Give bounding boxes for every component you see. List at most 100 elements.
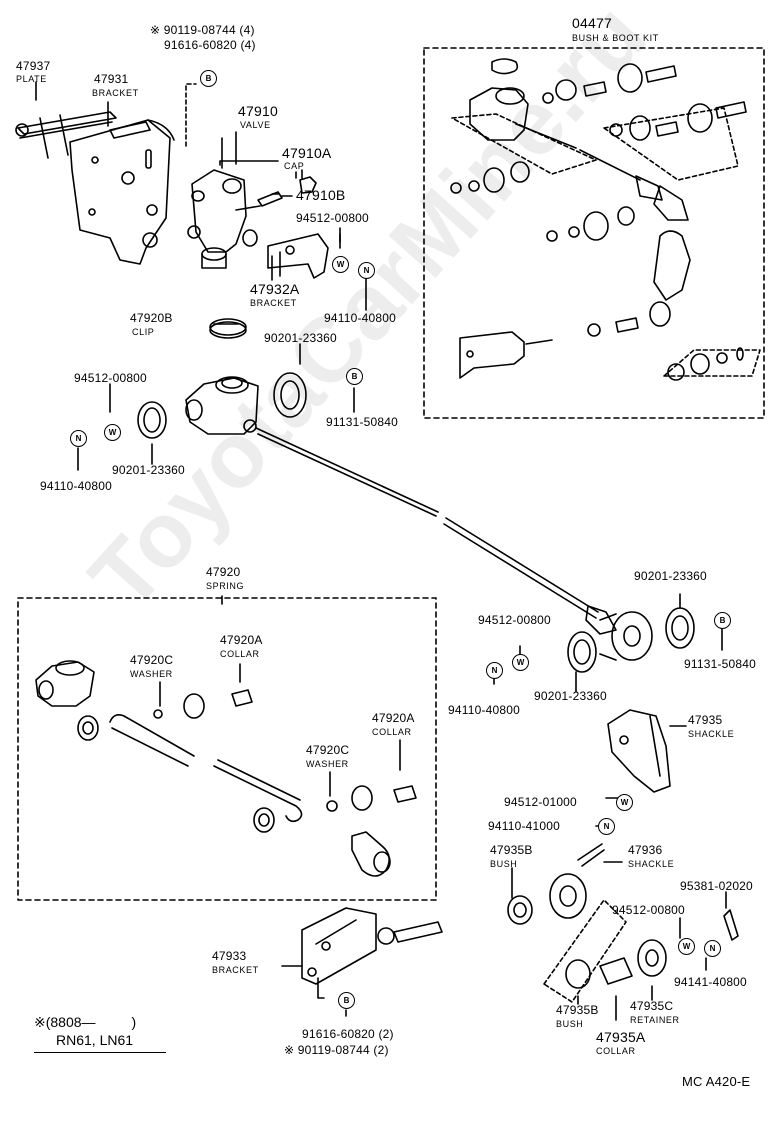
nut-badge-41000: N (598, 818, 615, 835)
washer-badge-left: W (104, 424, 121, 441)
shackle2-part-number: 47936 (628, 843, 663, 857)
valve-47910-drawing (187, 160, 279, 269)
valve-part-47910b-drawing (257, 191, 293, 207)
cap-47910a-drawing (299, 169, 317, 194)
bolt-right-part-number: 91131-50840 (684, 657, 757, 671)
washer-top-part-number: 94512-00800 (296, 211, 369, 225)
pin-part-number: 95381-02020 (680, 879, 753, 893)
nut-badge-top: N (358, 262, 375, 279)
bolt-badge-bottom: B (338, 992, 355, 1009)
collar-part-number: 47935A (596, 1029, 646, 1045)
bolt-badge-mid: B (346, 368, 363, 385)
shackle-part-name: SHACKLE (688, 729, 735, 739)
clip-47920b-drawing (209, 318, 247, 339)
bracket-47932a-drawing (267, 233, 329, 281)
bolt-badge-top: B (200, 70, 217, 87)
bolt-mid-part-number: 91131-50840 (326, 415, 399, 429)
clip-part-name: CLIP (132, 327, 155, 337)
washer-right-part-number: 94512-00800 (478, 613, 551, 627)
pivot-ball-drawing (599, 611, 653, 661)
gasket-90201-left (137, 401, 167, 439)
bolt-top-star-part: ※ 90119-08744 (4) (150, 23, 255, 37)
valve-b-part-number: 47910B (296, 187, 346, 203)
retainer-part-name: RETAINER (630, 1015, 680, 1025)
connecting-rod-drawing (255, 427, 617, 635)
bush-47935b-top (507, 895, 533, 925)
collar-a2-part-number: 47920A (372, 711, 415, 725)
nut-left-part-number: 94110-40800 (40, 479, 113, 493)
nut-right-part-number: 94110-40800 (448, 703, 521, 717)
nut-badge-right: N (486, 662, 503, 679)
clip-part-number: 47920B (130, 311, 173, 325)
nut-badge-left: N (70, 430, 87, 447)
bush-b2-part-number: 47935B (556, 1003, 599, 1017)
bracket-a-part-name: BRACKET (250, 298, 297, 308)
gasket-left-part-number: 90201-23360 (112, 463, 185, 477)
nut-r2-part-number: 94141-40800 (674, 975, 747, 989)
spring-part-name: SPRING (206, 581, 245, 591)
washer-badge-right: W (512, 654, 529, 671)
gasket-90201-top (273, 372, 307, 418)
applicability-spacer (32, 1032, 34, 1052)
bush-47935b-bottom (565, 959, 591, 989)
washer-badge-r2: W (678, 938, 695, 955)
applicability-underline (34, 1052, 166, 1053)
bracket-bottom-part-number: 47933 (212, 949, 247, 963)
washer-left-part-number: 94512-00800 (74, 371, 147, 385)
gasket-90201-right2 (567, 631, 597, 673)
gasket-90201-right1 (665, 607, 695, 649)
spring-part-number: 47920 (206, 565, 241, 579)
nut-top-part-number: 94110-40800 (324, 311, 397, 325)
washer-badge-top: W (332, 256, 349, 273)
cap-part-number: 47910A (282, 145, 332, 161)
shackle-part-number: 47935 (688, 713, 723, 727)
bolt-top-star-part-number: 90119-08744 (4) (163, 23, 255, 37)
collar-a1-part-number: 47920A (220, 633, 263, 647)
bracket-top-part-number: 47931 (94, 72, 129, 86)
washer-c1-part-name: WASHER (130, 669, 173, 679)
retainer-part-number: 47935C (630, 999, 674, 1013)
valve-part-number: 47910 (238, 103, 278, 119)
diagram-reference-code: MC A420-E (682, 1074, 751, 1089)
kit-contents-drawing (450, 58, 761, 381)
applicability-start: (8808— (45, 1014, 96, 1030)
applicability-range: ※(8808—) (34, 1014, 137, 1030)
bush-b-part-name: BUSH (490, 859, 518, 869)
gasket-top-part-number: 90201-23360 (264, 331, 337, 345)
washer-c2-part-name: WASHER (306, 759, 349, 769)
collar-part-name: COLLAR (596, 1046, 636, 1056)
bolt-top-part: 91616-60820 (4) (164, 38, 256, 52)
gasket-r1-part-number: 90201-23360 (634, 569, 707, 583)
retainer-47935c (637, 939, 667, 977)
bush-b-part-number: 47935B (490, 843, 533, 857)
collar-a1-part-name: COLLAR (220, 649, 260, 659)
spring-contents-drawing (35, 660, 417, 877)
cap-part-name: CAP (284, 161, 305, 171)
washer-c2-part-number: 47920C (306, 743, 350, 757)
pivot-housing-drawing (185, 376, 259, 435)
bolt-bottom-star-part-number: 90119-08744 (2) (297, 1043, 389, 1057)
collar-a2-part-name: COLLAR (372, 727, 412, 737)
bush-b2-part-name: BUSH (556, 1019, 584, 1029)
plate-part-number: 47937 (16, 59, 51, 73)
washer-c1-part-number: 47920C (130, 653, 174, 667)
bolt-badge-right: B (714, 612, 731, 629)
bracket-47933-drawing (301, 907, 443, 985)
kit-part-number: 04477 (572, 15, 612, 31)
shackle-47936-drawing (549, 843, 605, 919)
kit-part-name: BUSH & BOOT KIT (572, 33, 659, 43)
bush-boot-kit-box (423, 47, 765, 419)
bolt-bottom-star-part: ※ 90119-08744 (2) (284, 1043, 389, 1057)
plate-47937-drawing (15, 111, 117, 159)
valve-part-name: VALVE (240, 120, 271, 130)
washer-badge-01000: W (616, 794, 633, 811)
shackle2-part-name: SHACKLE (628, 859, 675, 869)
applicability-end: ) (131, 1014, 137, 1030)
bracket-a-part-number: 47932A (250, 281, 300, 297)
applicability-models: RN61, LN61 (56, 1032, 134, 1048)
bolt-bottom-part: 91616-60820 (2) (302, 1027, 394, 1041)
spring-kit-box (17, 597, 437, 901)
gasket-r2-part-number: 90201-23360 (534, 689, 607, 703)
